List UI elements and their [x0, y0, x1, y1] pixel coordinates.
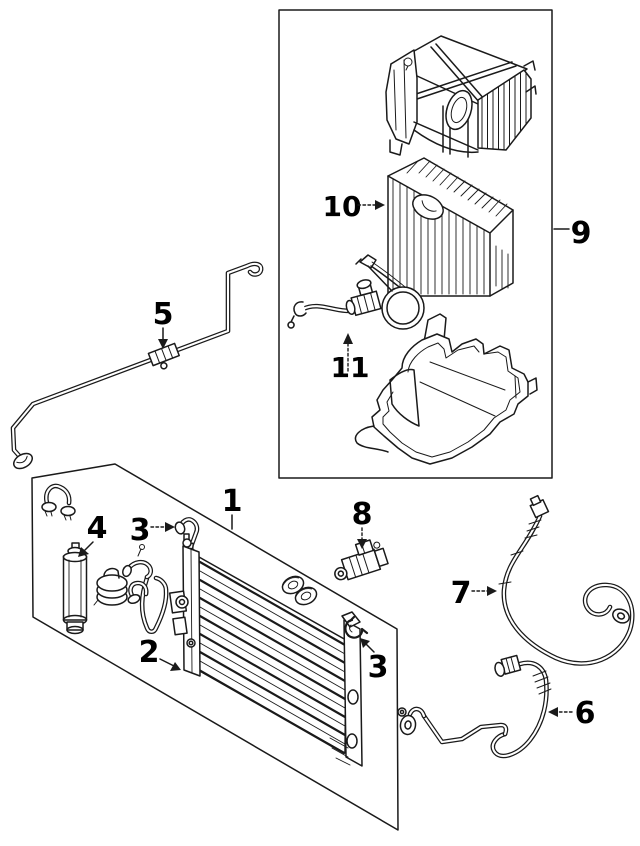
callout-9: 9: [571, 216, 592, 251]
condenser-drawing: [168, 533, 363, 767]
evaporator-lower-case-drawing: [354, 313, 538, 465]
coiled-tube-drawing: [93, 567, 128, 606]
callout-4: 4: [78, 511, 107, 557]
grommet-rings-drawing: [281, 575, 318, 606]
expansion-valve-tube-drawing: [287, 265, 425, 330]
callout-8-label: 8: [352, 497, 373, 532]
callout-6-label: 6: [575, 696, 596, 731]
discharge-hose-drawing: [498, 494, 635, 666]
callout-10: 10: [323, 190, 385, 223]
evaporator-core-drawing: [387, 157, 514, 297]
callout-2-label: 2: [139, 635, 160, 670]
callout-1-label: 1: [222, 484, 243, 519]
callout-3-right-label: 3: [368, 650, 389, 685]
receiver-drier-drawing: [62, 542, 88, 635]
callout-5: 5: [153, 297, 174, 349]
condenser-box-frame: [31, 463, 399, 831]
suction-hose-drawing: [397, 654, 552, 759]
liquid-line-pipe-drawing: [10, 261, 264, 470]
pipe-clamp: [147, 342, 180, 370]
blower-upper-case-drawing: [385, 35, 537, 158]
callout-1: 1: [222, 484, 243, 530]
pressure-switch-drawing: [334, 539, 389, 581]
evaporator-unit-box-frame: [278, 9, 570, 479]
callout-11-label: 11: [331, 351, 370, 384]
callout-7-label: 7: [451, 576, 472, 611]
callout-2: 2: [139, 635, 181, 671]
callout-3-left: 3: [130, 513, 175, 548]
callout-3-left-label: 3: [130, 513, 151, 548]
callout-6: 6: [548, 696, 595, 731]
loop-hose-drawing: [122, 544, 169, 635]
pipe-bracket-drawing: [41, 483, 76, 521]
callout-11: 11: [331, 333, 370, 384]
callout-10-label: 10: [323, 190, 362, 223]
callout-3-right: 3: [360, 638, 388, 685]
callout-9-label: 9: [571, 216, 592, 251]
callout-8: 8: [352, 497, 373, 549]
clip-fitting-right-drawing: [344, 615, 369, 639]
callout-7: 7: [451, 576, 497, 611]
callout-4-label: 4: [87, 511, 108, 546]
callout-5-label: 5: [153, 297, 174, 332]
